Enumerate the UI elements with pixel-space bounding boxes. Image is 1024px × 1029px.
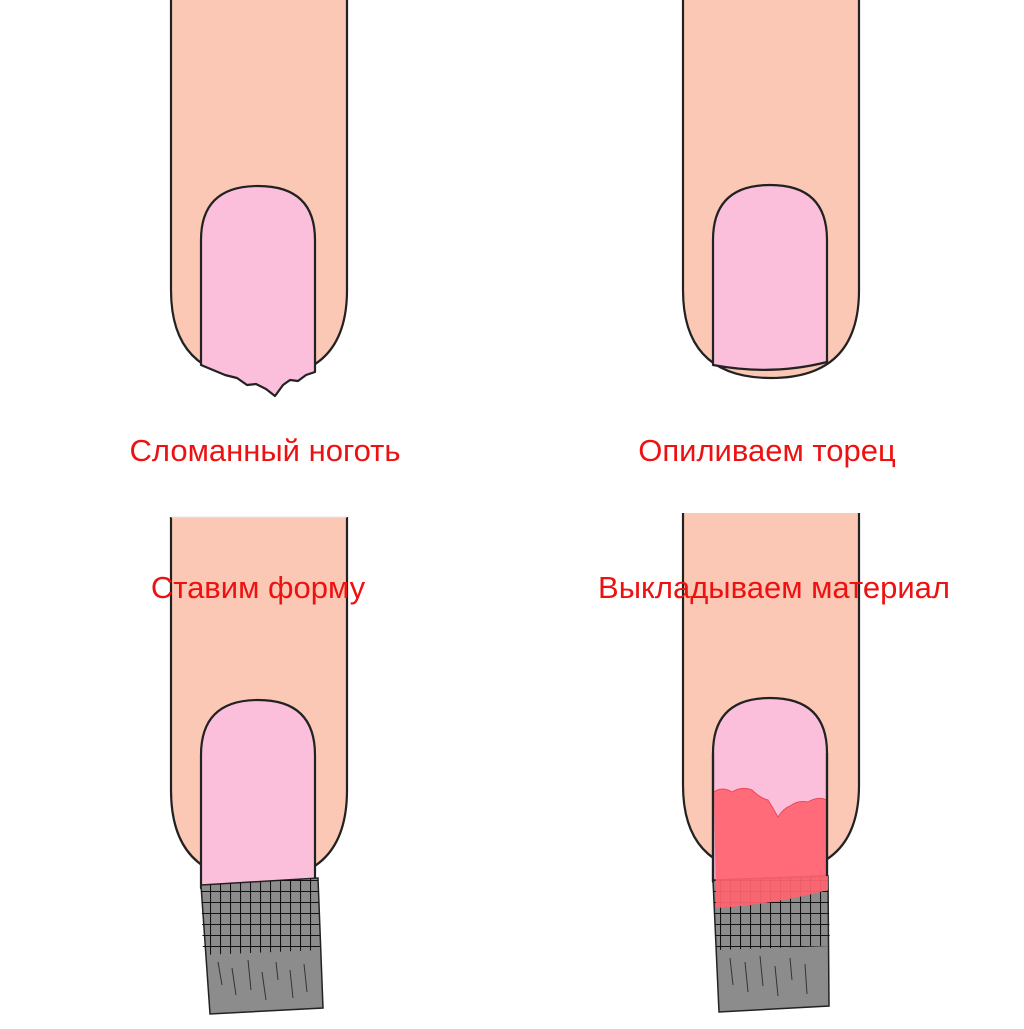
form-grid-3 <box>201 878 320 955</box>
nail-1 <box>199 184 317 398</box>
form-streaks-3 <box>217 959 308 1001</box>
nail-material-icon <box>681 513 861 1013</box>
nail-2 <box>711 183 829 371</box>
nail-form-icon <box>169 516 349 1015</box>
nail-3 <box>199 698 317 890</box>
caption-broken-nail: Сломанный ноготь <box>129 433 401 468</box>
material-layer-4 <box>714 788 828 908</box>
caption-material-applied: Выкладываем материал <box>598 570 950 605</box>
caption-form-placed: Ставим форму <box>150 570 366 605</box>
broken-nail-icon <box>169 0 349 398</box>
form-streaks-4 <box>729 955 808 997</box>
filed-nail-icon <box>681 0 861 380</box>
caption-filed-nail: Опиливаем торец <box>638 433 896 468</box>
